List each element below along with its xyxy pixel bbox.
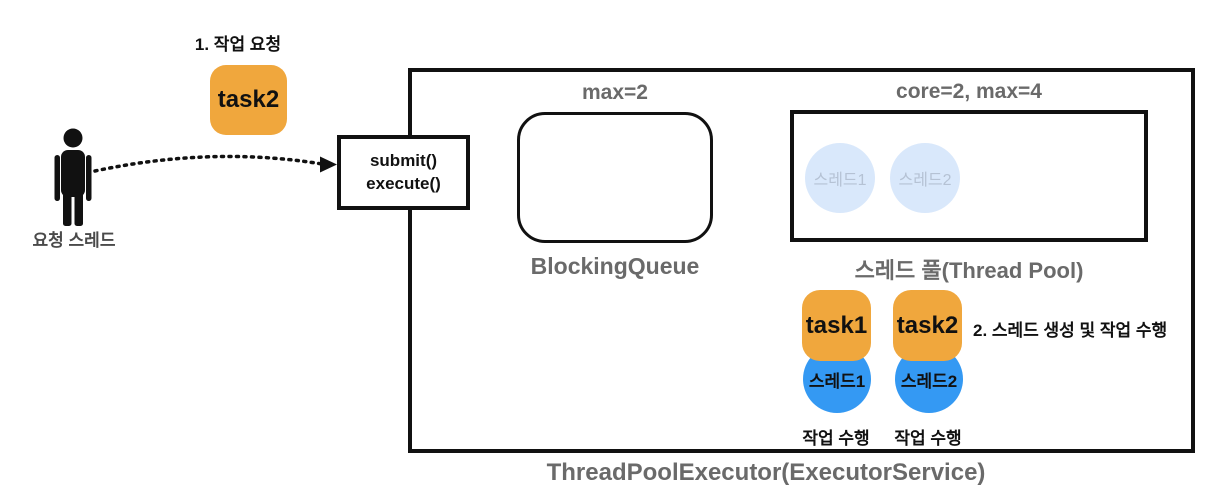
running-task-box: task1 <box>802 290 871 361</box>
blocking-queue-box <box>517 112 713 243</box>
pool-config-label: core=2, max=4 <box>896 80 1042 103</box>
work-caption: 작업 수행 <box>802 429 870 448</box>
person-icon <box>54 128 92 226</box>
running-task-box: task2 <box>893 290 962 361</box>
queue-capacity-label: max=2 <box>582 81 648 104</box>
thread-pool-label: 스레드 풀(Thread Pool) <box>854 258 1084 283</box>
step2-annotation: 2. 스레드 생성 및 작업 수행 <box>973 321 1168 340</box>
step1-annotation: 1. 작업 요청 <box>194 35 282 54</box>
work-caption: 작업 수행 <box>894 429 962 448</box>
submit-label: submit() <box>369 150 438 170</box>
idle-thread-circle: 스레드1 <box>805 143 875 213</box>
dotted-arrow-icon <box>93 154 337 173</box>
requester-thread-label: 요청 스레드 <box>32 231 116 250</box>
executor-boundary-box <box>408 68 1195 453</box>
diagram-title: ThreadPoolExecutor(ExecutorService) <box>546 459 986 486</box>
idle-thread-circle: 스레드2 <box>890 143 960 213</box>
incoming-task-box: task2 <box>210 65 287 135</box>
submit-execute-box: submit() execute() <box>337 135 470 210</box>
blocking-queue-label: BlockingQueue <box>530 253 700 279</box>
execute-label: execute() <box>366 173 441 193</box>
person-and-arrow-graphic <box>54 128 337 226</box>
